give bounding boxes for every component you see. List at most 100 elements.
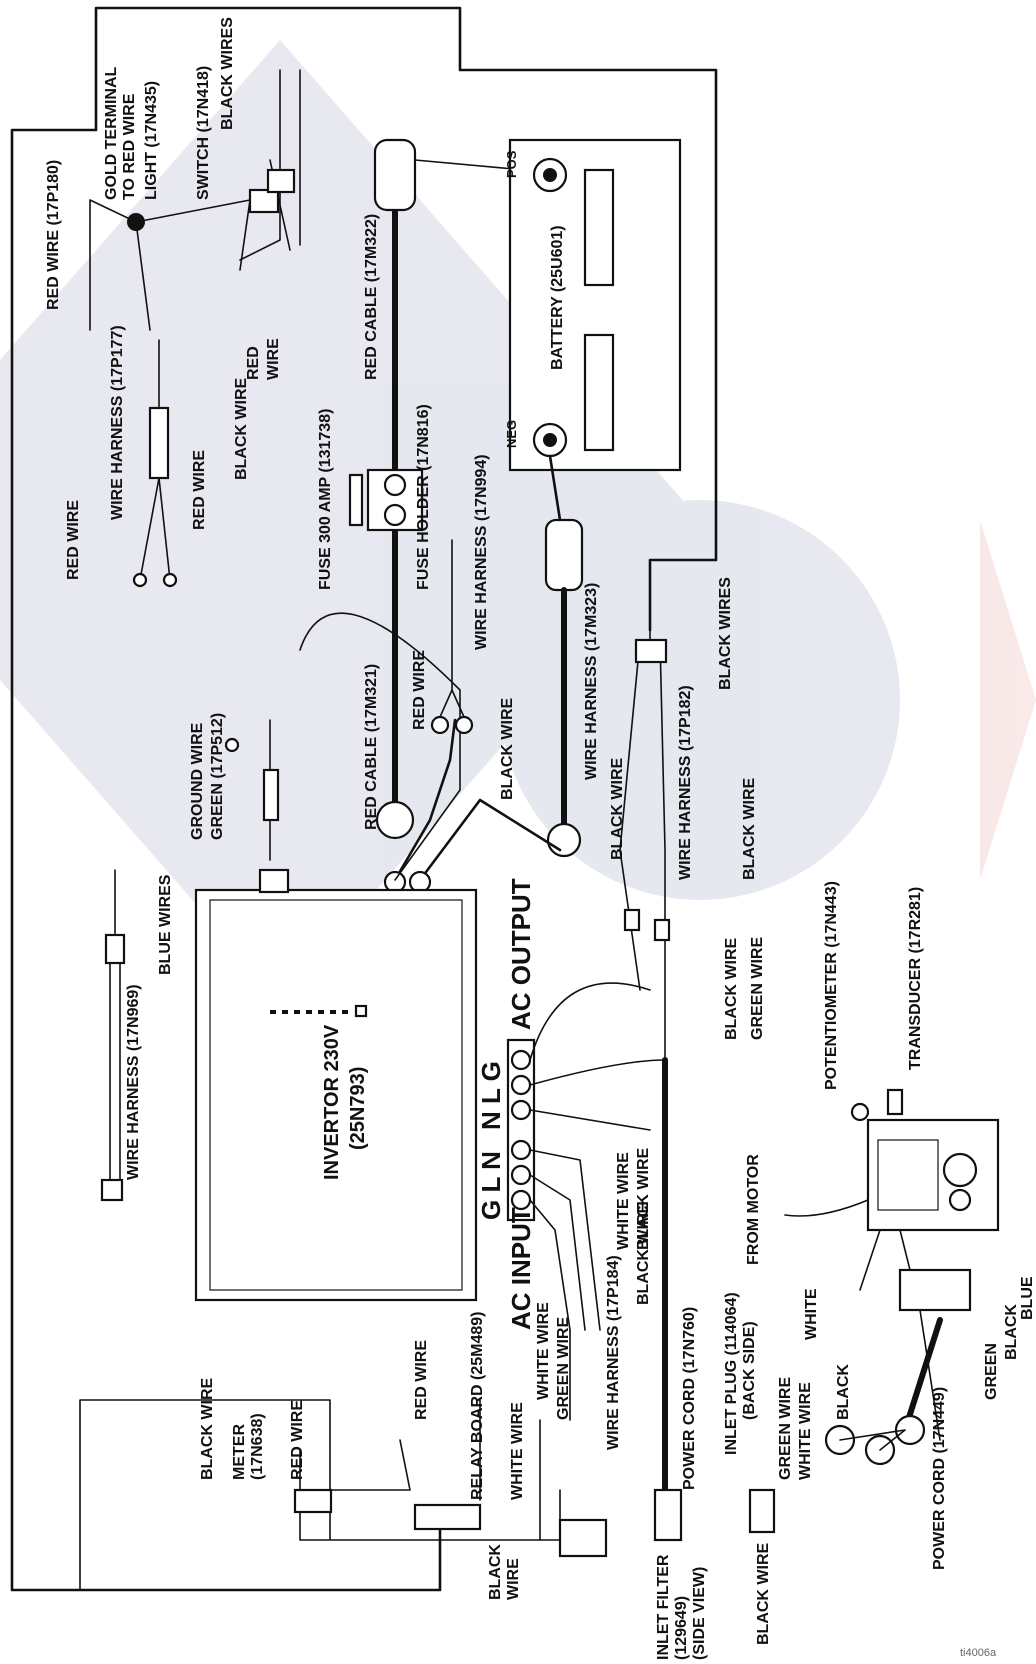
label-black-wire-mid3: BLACK WIRE — [741, 777, 758, 880]
wire-harness-17p177-connector — [148, 406, 170, 480]
inlet-plug-icon — [748, 1488, 776, 1534]
labels: RED WIRE (17P180) GOLD TERMINAL TO RED W… — [45, 17, 1036, 1660]
label-power-cord-17n449: POWER CORD (17N449) — [931, 1387, 948, 1570]
label-to-red-wire: TO RED WIRE — [121, 93, 138, 200]
label-black-wire-meter: BLACK WIRE — [199, 1377, 216, 1480]
label-green-wire-in: GREEN WIRE — [555, 1317, 572, 1420]
label-wire-harness-17n969: WIRE HARNESS (17N969) — [125, 984, 142, 1180]
label-wire-harness-17n994: WIRE HARNESS (17N994) — [473, 454, 490, 650]
label-white-wire-out: WHITE WIRE — [615, 1152, 632, 1250]
wire-harness-17m323 — [544, 454, 584, 858]
inner-harness-wire — [239, 69, 301, 261]
label-black-wire-mid: BLACK WIRE — [499, 697, 516, 800]
label-meter-part: (17N638) — [249, 1413, 266, 1480]
label-power-cord-17n760: POWER CORD (17N760) — [681, 1307, 698, 1490]
label-red-wire-harness: RED WIRE — [191, 450, 208, 530]
light-icon — [127, 213, 145, 231]
inverter-led-row — [270, 1004, 368, 1018]
label-black-wire-out: BLACK WIRE — [635, 1147, 652, 1250]
label-transducer: TRANSDUCER (17R281) — [907, 887, 924, 1070]
label-red-wire-left: RED WIRE — [65, 500, 82, 580]
ac-terminal-block — [506, 982, 666, 1331]
label-green-bottom: GREEN — [983, 1343, 1000, 1400]
label-green-wire-bottom: GREEN WIRE — [777, 1377, 794, 1480]
label-meter: METER — [231, 1424, 248, 1480]
label-black-wire-right: BLACK WIRE — [723, 937, 740, 1040]
label-inlet-filter: INLET FILTER — [655, 1554, 672, 1660]
fuse-icon — [348, 473, 364, 527]
battery-neg-label: NEG — [504, 420, 519, 448]
label-blue-wires: BLUE WIRES — [157, 874, 174, 975]
label-red-wire-meter: RED WIRE — [289, 1400, 306, 1480]
battery: POS NEG — [504, 138, 682, 472]
label-white-bottom: WHITE — [803, 1288, 820, 1340]
label-light: LIGHT (17N435) — [143, 81, 160, 200]
wire-harness-17n969 — [100, 869, 126, 1202]
label-inverter-part: (25N793) — [347, 1067, 369, 1150]
label-inlet-filter-view: (SIDE VIEW) — [691, 1567, 708, 1660]
wire-harness-17p182 — [619, 559, 671, 1061]
label-potentiometer: POTENTIOMETER (17N443) — [823, 881, 840, 1090]
label-inverter: INVERTOR 230V — [321, 1024, 343, 1180]
relay-board-icon — [413, 1503, 482, 1531]
label-gln: G L N — [476, 1151, 506, 1220]
label-white-wire-bottom: WHITE WIRE — [797, 1382, 814, 1480]
label-red-wire-relay: RED WIRE — [413, 1340, 430, 1420]
meter-icon — [293, 1488, 333, 1514]
label-gold-terminal: GOLD TERMINAL — [103, 66, 120, 200]
label-wire-harness-17m323: WIRE HARNESS (17M323) — [583, 583, 600, 780]
label-wire-harness-17p184: WIRE HARNESS (17P184) — [605, 1255, 622, 1450]
label-red-cable-17m321: RED CABLE (17M321) — [363, 664, 380, 830]
motor-control-module — [784, 1088, 1000, 1466]
label-black-bottom: BLACK — [835, 1364, 852, 1420]
label-wire-harness-17p177: WIRE HARNESS (17P177) — [109, 325, 126, 520]
red-cable-17m322 — [348, 138, 526, 840]
label-red-wire-mid: RED WIRE — [411, 650, 428, 730]
label-inlet-plug-side: (BACK SIDE) — [741, 1321, 758, 1420]
transducer-icon — [886, 1088, 904, 1116]
reference-code: ti4006a — [960, 1647, 997, 1659]
label-fuse-300-amp: FUSE 300 AMP (131738) — [317, 409, 334, 590]
label-ground-wire-green: GREEN (17P512) — [209, 713, 226, 840]
label-fuse-holder: FUSE HOLDER (17N816) — [415, 404, 432, 590]
label-red-cable-17m322: RED CABLE (17M322) — [363, 214, 380, 380]
label-black-wire-mid2: BLACK WIRE — [609, 757, 626, 860]
label-black-wire-harness-top: BLACK WIRE — [233, 377, 250, 480]
switch-icon — [248, 188, 280, 214]
label-battery: BATTERY (25U601) — [549, 225, 566, 370]
label-white-wire-in: WHITE WIRE — [535, 1302, 552, 1400]
label-blue-bottom: BLUE — [1019, 1276, 1036, 1320]
power-cord-17n760 — [653, 1057, 683, 1542]
label-switch: SWITCH (17N418) — [195, 66, 212, 200]
inverter — [194, 868, 478, 1302]
label-red-switch-1: RED — [245, 346, 262, 380]
label-black-wires-top: BLACK WIRES — [219, 17, 236, 130]
label-black-relay-1: BLACK — [487, 1544, 504, 1600]
label-black-relay-2: WIRE — [505, 1558, 522, 1600]
light-switch-assembly — [89, 159, 296, 588]
label-relay-board: RELAY BOARD (25M489) — [469, 1312, 486, 1501]
label-ground-wire: GROUND WIRE — [189, 722, 206, 840]
label-ac-input: AC INPUT — [506, 1207, 536, 1330]
label-from-motor: FROM MOTOR — [745, 1154, 762, 1265]
label-black-wire-plug: BLACK WIRE — [755, 1542, 772, 1645]
potentiometer-icon — [850, 1102, 870, 1122]
label-black-bottom2: BLACK — [1003, 1304, 1020, 1360]
label-red-switch-2: WIRE — [265, 338, 282, 380]
label-inlet-plug: INLET PLUG (114064) — [723, 1292, 740, 1455]
label-black-wires-mid: BLACK WIRES — [717, 577, 734, 690]
relay-meter-assembly — [79, 1329, 776, 1591]
battery-pos-label: POS — [504, 150, 519, 178]
label-wire-harness-17p182: WIRE HARNESS (17P182) — [677, 685, 694, 880]
label-green-wire-right: GREEN WIRE — [749, 937, 766, 1040]
label-ac-output: AC OUTPUT — [506, 878, 536, 1030]
ground-wire — [224, 719, 280, 861]
label-white-wire-relay: WHITE WIRE — [509, 1402, 526, 1500]
label-nlg: N L G — [476, 1061, 506, 1130]
inlet-filter-icon — [558, 1518, 608, 1558]
label-black-wire-out2: BLACK WIRE — [635, 1202, 652, 1305]
label-red-wire-17p180: RED WIRE (17P180) — [45, 160, 62, 310]
label-inlet-filter-part: (129649) — [673, 1596, 690, 1660]
